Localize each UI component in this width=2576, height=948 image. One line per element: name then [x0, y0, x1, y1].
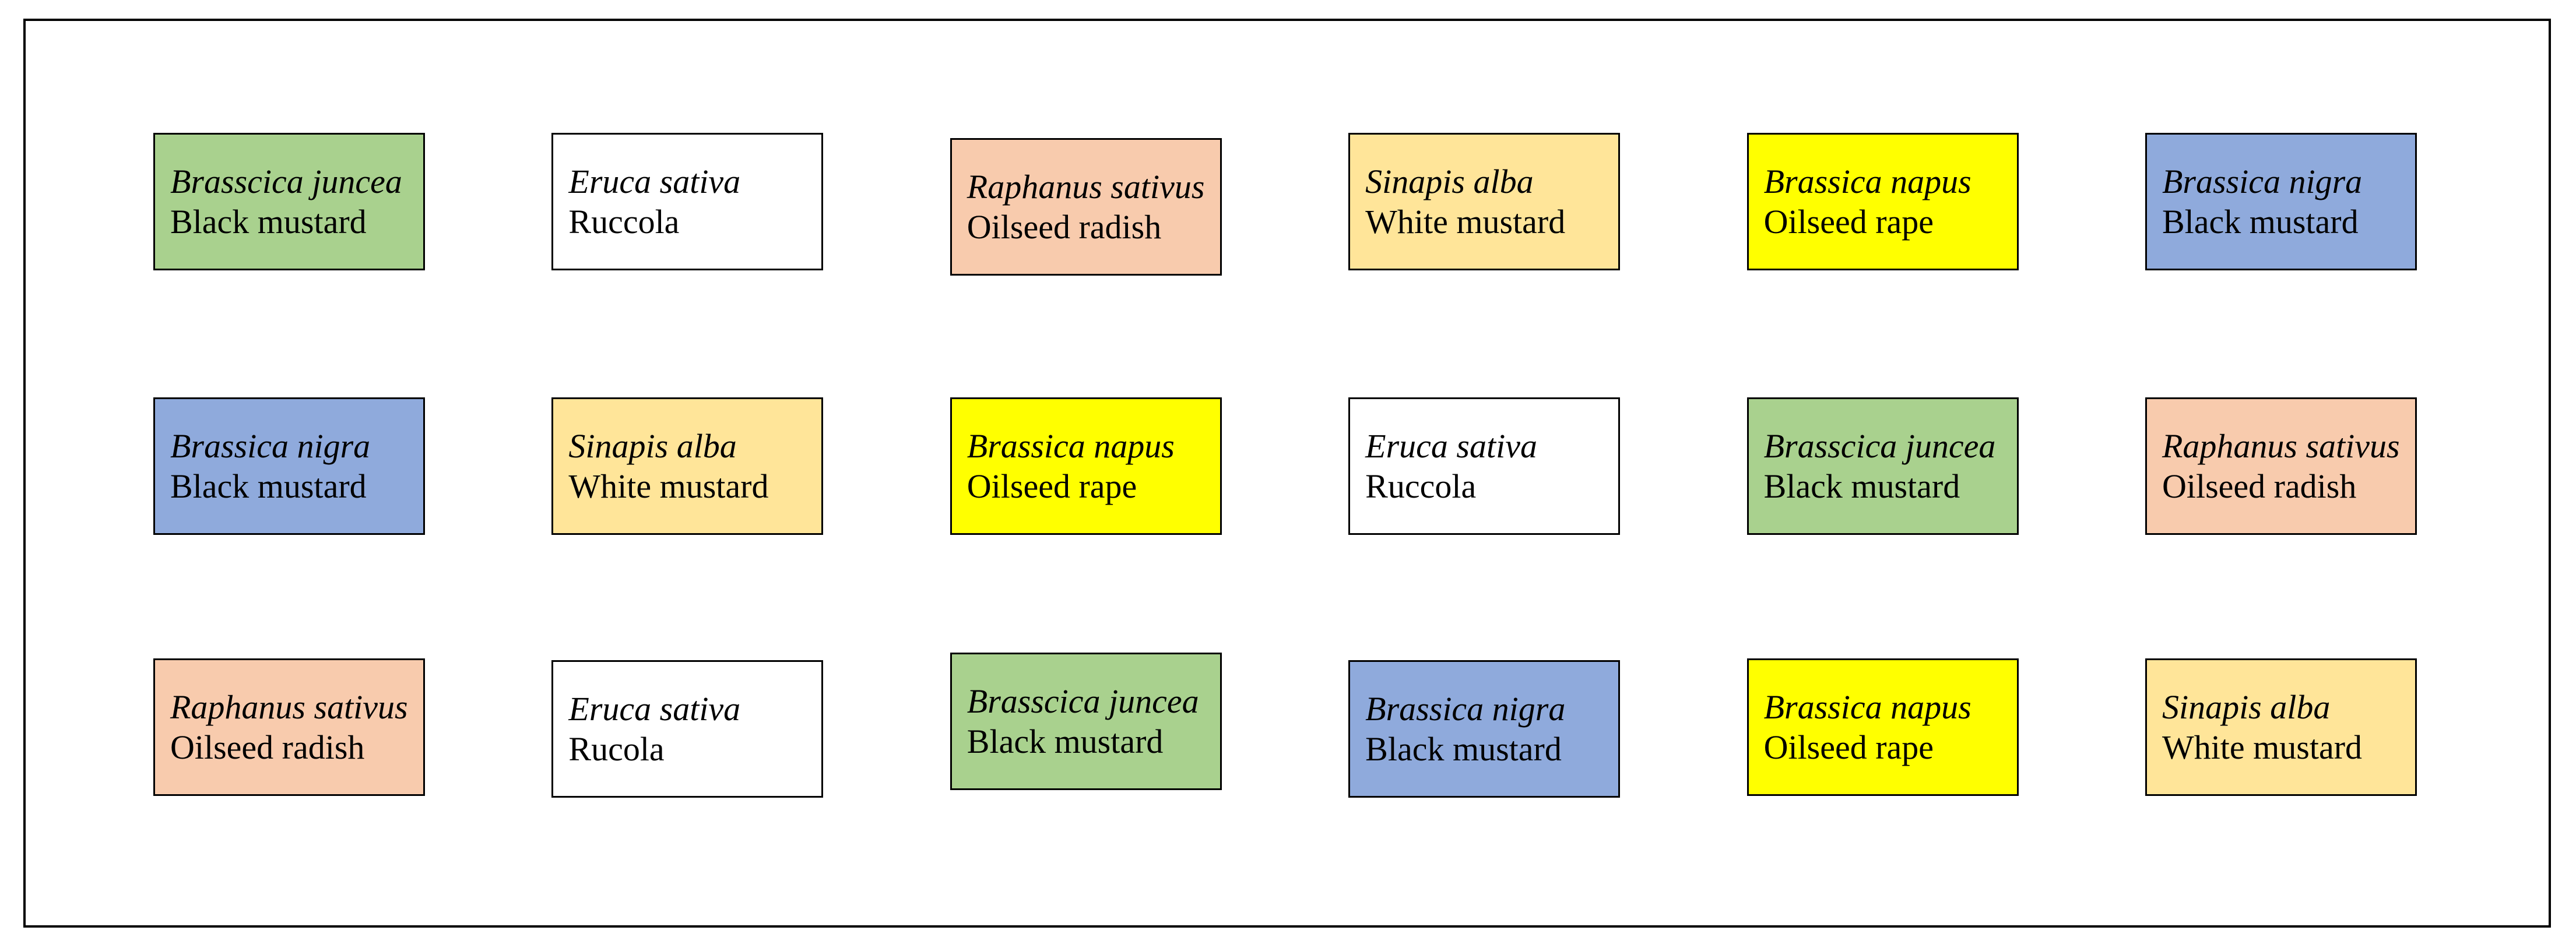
species-box: Eruca sativa Ruccola — [1348, 397, 1621, 535]
species-name: Sinapis alba — [2162, 688, 2331, 726]
common-name: Oilseed radish — [170, 728, 365, 766]
species-name: Brassica nigra — [170, 427, 371, 465]
species-box: Brassica napus Oilseed rape — [1746, 658, 2019, 796]
species-name: Brasscica juncea — [170, 163, 402, 200]
species-row-2: Brassica nigra Black mustard Sinapis alb… — [153, 397, 2417, 535]
species-name: Sinapis alba — [568, 427, 737, 465]
common-name: Oilseed rape — [1763, 728, 1934, 766]
species-box: Raphanus sativus Oilseed radish — [153, 658, 425, 796]
species-name: Brassica napus — [1763, 688, 1971, 726]
species-box: Brassica napus Oilseed rape — [950, 397, 1222, 535]
species-box: Raphanus sativus Oilseed radish — [950, 138, 1222, 276]
common-name: Ruccola — [1365, 467, 1477, 505]
common-name: Oilseed rape — [967, 467, 1137, 505]
species-box: Sinapis alba White mustard — [1348, 133, 1621, 270]
common-name: Black mustard — [967, 723, 1164, 760]
species-box: Brassica nigra Black mustard — [1348, 660, 1621, 798]
species-name: Brassica nigra — [1365, 690, 1566, 728]
species-box: Eruca sativa Rucola — [551, 660, 824, 798]
species-box: Sinapis alba White mustard — [551, 397, 824, 535]
species-box: Sinapis alba White mustard — [2145, 658, 2417, 796]
species-name: Brassica nigra — [2162, 163, 2363, 200]
species-box: Brassica nigra Black mustard — [2145, 133, 2417, 270]
species-box: Brassica nigra Black mustard — [153, 397, 425, 535]
species-box: Brasscica juncea Black mustard — [1746, 397, 2019, 535]
common-name: White mustard — [1365, 203, 1566, 241]
figure-frame: Brasscica juncea Black mustard Eruca sat… — [23, 19, 2551, 928]
species-name: Eruca sativa — [1365, 427, 1537, 465]
species-box: Raphanus sativus Oilseed radish — [2145, 397, 2417, 535]
species-name: Brassica napus — [1763, 163, 1971, 200]
common-name: White mustard — [568, 467, 769, 505]
species-row-3: Raphanus sativus Oilseed radish Eruca sa… — [153, 653, 2417, 798]
species-name: Raphanus sativus — [170, 688, 408, 726]
common-name: Rucola — [568, 730, 665, 768]
common-name: Black mustard — [170, 467, 367, 505]
common-name: Oilseed radish — [2162, 467, 2357, 505]
species-name: Raphanus sativus — [2162, 427, 2400, 465]
species-box: Eruca sativa Ruccola — [551, 133, 824, 270]
common-name: Black mustard — [1365, 730, 1562, 768]
species-name: Brassica napus — [967, 427, 1175, 465]
species-box: Brassica napus Oilseed rape — [1746, 133, 2019, 270]
common-name: Black mustard — [2162, 203, 2359, 241]
species-name: Raphanus sativus — [967, 168, 1205, 206]
species-name: Sinapis alba — [1365, 163, 1534, 200]
species-box: Brasscica juncea Black mustard — [153, 133, 425, 270]
common-name: Black mustard — [1763, 467, 1960, 505]
common-name: Oilseed rape — [1763, 203, 1934, 241]
species-name: Brasscica juncea — [967, 682, 1199, 720]
common-name: Ruccola — [568, 203, 680, 241]
species-name: Brasscica juncea — [1763, 427, 1996, 465]
species-name: Eruca sativa — [568, 690, 741, 728]
species-box: Brasscica juncea Black mustard — [950, 653, 1222, 790]
common-name: Black mustard — [170, 203, 367, 241]
common-name: Oilseed radish — [967, 208, 1162, 246]
common-name: White mustard — [2162, 728, 2363, 766]
species-row-1: Brasscica juncea Black mustard Eruca sat… — [153, 133, 2417, 276]
species-name: Eruca sativa — [568, 163, 741, 200]
